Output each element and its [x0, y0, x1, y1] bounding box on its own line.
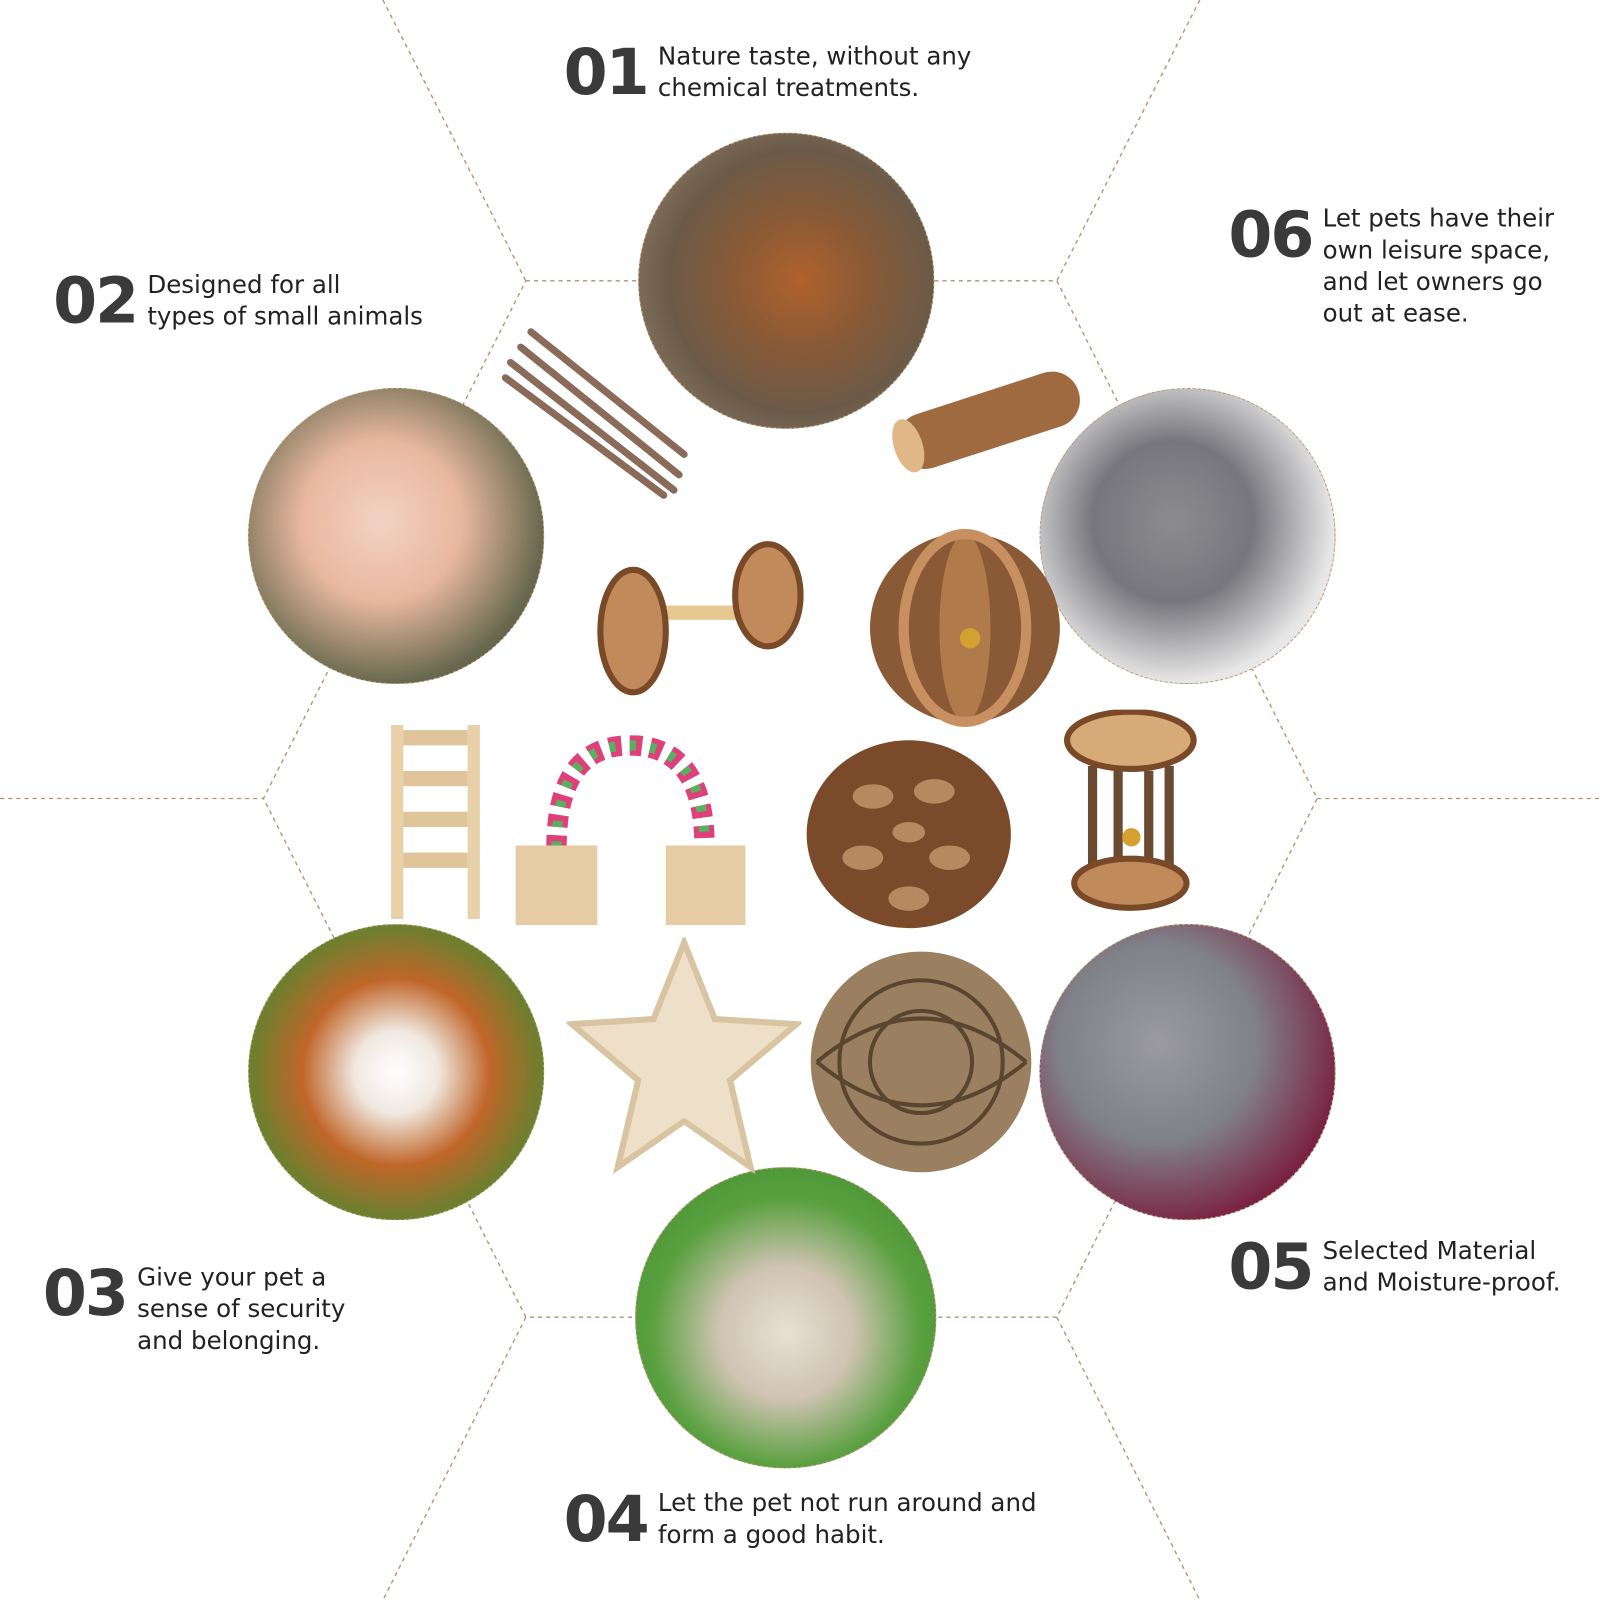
chinchilla-photo: [1039, 924, 1336, 1221]
feature-text: Designed for all types of small animals: [147, 270, 423, 331]
wooden-ball-product: [869, 528, 1060, 728]
guinea-pig-photo: [248, 924, 545, 1221]
rattan-star-product: [566, 937, 802, 1175]
wooden-sticks-product: [501, 328, 688, 499]
wooden-tunnel-product: [892, 371, 1080, 473]
rabbit-photo: [635, 1167, 937, 1469]
wooden-ladder-product: [391, 724, 480, 919]
feature-03: 03 Give your pet a sense of security and…: [43, 1262, 346, 1357]
rope-bridge-blocks-product: [515, 735, 746, 926]
feature-number: 05: [1228, 1229, 1314, 1304]
feature-04: 04 Let the pet not run around and form a…: [563, 1481, 1037, 1557]
feature-number: 02: [53, 263, 139, 338]
feature-02: 02 Designed for all types of small anima…: [53, 263, 423, 338]
feature-text: Selected Material and Moisture-proof.: [1322, 1236, 1561, 1297]
feature-number: 01: [563, 34, 650, 110]
feature-text: Let the pet not run around and form a go…: [657, 1488, 1037, 1550]
wooden-dumbbell-product: [597, 541, 804, 696]
feature-06: 06 Let pets have their own leisure space…: [1228, 203, 1554, 330]
feature-number: 03: [42, 1255, 129, 1331]
squirrel-photo: [638, 132, 935, 429]
pine-cone-product: [806, 740, 1011, 929]
feature-number: 04: [563, 1481, 650, 1557]
feature-text: Give your pet a sense of security and be…: [137, 1263, 346, 1355]
gray-hamster-photo: [1039, 388, 1336, 685]
feature-text: Let pets have their own leisure space, a…: [1322, 204, 1555, 328]
wooden-roller-product: [1064, 709, 1197, 911]
feature-number: 06: [1228, 197, 1314, 272]
seagrass-ball-product: [810, 951, 1032, 1173]
feature-01: 01 Nature taste, without any chemical tr…: [563, 34, 972, 110]
feature-05: 05 Selected Material and Moisture-proof.: [1228, 1229, 1561, 1304]
hamster-photo: [248, 388, 545, 685]
feature-text: Nature taste, without any chemical treat…: [657, 41, 972, 103]
